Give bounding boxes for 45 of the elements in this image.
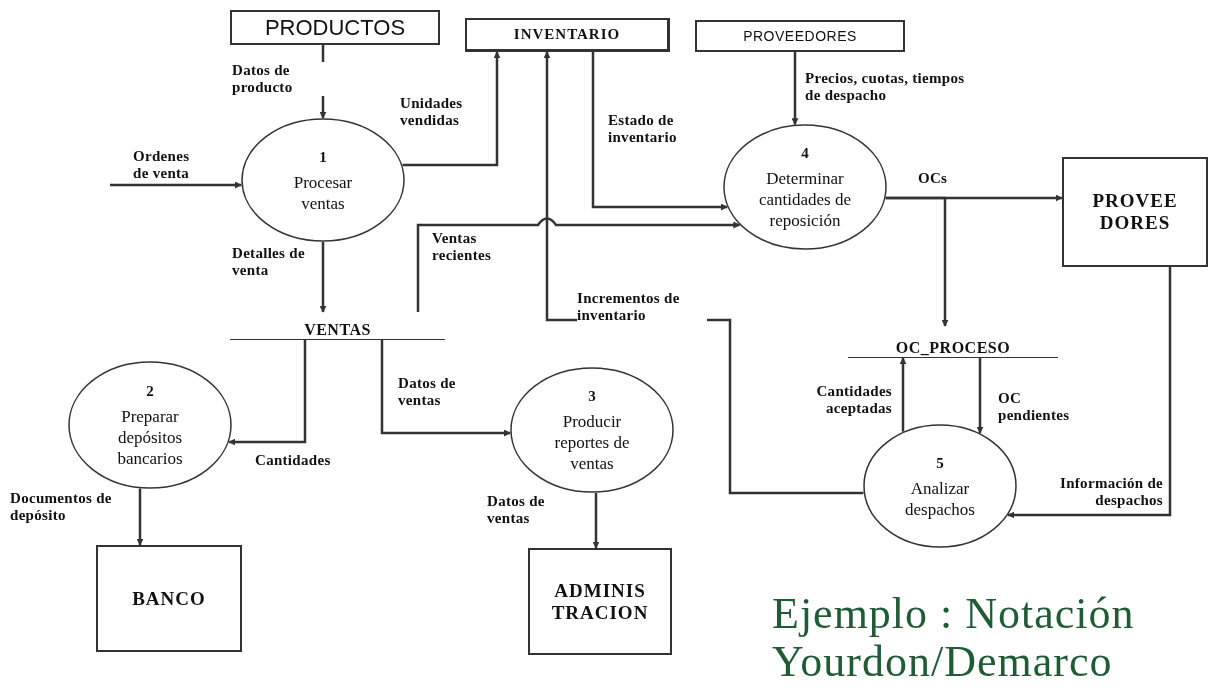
flow-arrow: [885, 196, 949, 327]
entity-label: PRODUCTOS: [264, 14, 406, 41]
store-label: VENTAS: [304, 321, 371, 339]
process-label: Preparar depósitos bancarios: [116, 406, 184, 469]
external-entity-box: [465, 18, 670, 52]
process-circle: [68, 361, 232, 489]
flow-arrow: [791, 52, 799, 126]
external-entity-box: [1062, 157, 1208, 267]
flow-arrow: [592, 492, 600, 549]
edge-label: Datos de producto: [232, 62, 327, 96]
process-label: Analizar despachos: [904, 477, 976, 520]
process-circle: [863, 424, 1017, 548]
process-number: 4: [801, 144, 809, 163]
flow-arrow: [591, 52, 728, 211]
process-label: Producir reportes de ventas: [553, 411, 631, 474]
process-circle: [723, 124, 887, 250]
external-entity-box: [96, 545, 242, 652]
entity-label: BANCO: [131, 587, 207, 610]
entity-label: PROVEEDORES: [743, 28, 857, 44]
external-entity-box: [528, 548, 672, 655]
flow-arrow: [976, 358, 984, 434]
process-label: Determinar cantidades de reposición: [757, 168, 852, 231]
entity-box: [695, 20, 905, 52]
entity-box: [230, 10, 440, 45]
process-number: 2: [146, 382, 154, 401]
flow-arrow: [416, 217, 741, 312]
store-label: OC_PROCESO: [895, 339, 1011, 357]
flow-arrow: [380, 340, 511, 437]
flow-arrow: [136, 488, 144, 546]
process-label: Procesar ventas: [292, 171, 354, 214]
entity-label: INVENTARIO: [513, 26, 621, 43]
process-number: 5: [936, 453, 944, 473]
flow-arrow: [1007, 267, 1172, 519]
entity-label: ADMINIS TRACION: [550, 579, 650, 624]
entity-label: PROVEE DORES: [1091, 190, 1179, 234]
flow-arrow: [402, 51, 501, 167]
flow-arrow: [319, 242, 327, 313]
process-number: 1: [319, 147, 327, 167]
process-number: 3: [588, 387, 596, 406]
flow-arrow: [110, 181, 242, 189]
flow-arrow: [899, 357, 907, 432]
edge-label: Incrementos de inventario: [577, 290, 707, 324]
caption: Ejemplo : Notación Yourdon/Demarco: [772, 590, 1136, 686]
flow-arrow: [228, 340, 307, 446]
process-circle: [510, 367, 674, 493]
